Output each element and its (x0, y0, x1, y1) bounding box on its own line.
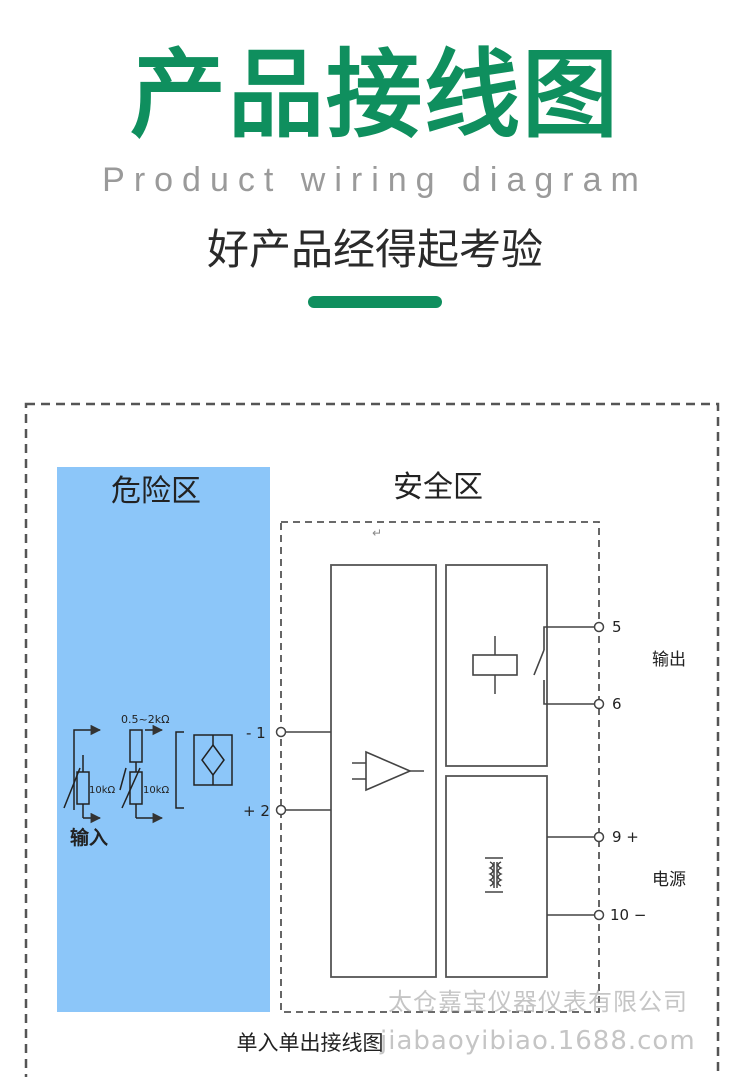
outer-frame (24, 402, 720, 1077)
terminal-5-node (593, 621, 605, 633)
terminal-2-label: + 2 (243, 802, 270, 820)
terminal-2-node (275, 804, 287, 816)
page-subtitle-english: Product wiring diagram (102, 161, 648, 199)
terminal-1-label: - 1 (246, 724, 266, 742)
hazard-zone-label: 危险区 (111, 474, 201, 509)
input-sensor-symbols (63, 724, 233, 824)
watermark-url: jiabaoyibiao.1688.com (380, 1026, 696, 1056)
output-label: 输出 (652, 650, 686, 670)
power-block (445, 775, 548, 978)
resistor-label-2: 10kΩ (143, 785, 170, 796)
relay-contact-icon (533, 649, 545, 676)
header: 产品接线图 Product wiring diagram 好产品经得起考验 (0, 0, 750, 330)
terminal-10-node (593, 909, 605, 921)
return-mark: ↵ (372, 526, 382, 540)
resistor-label-1: 10kΩ (89, 785, 116, 796)
page-title: 产品接线图 (130, 39, 620, 151)
transformer-icon (485, 857, 503, 893)
diagram-caption: 单入单出接线图 (237, 1031, 384, 1055)
accent-divider (308, 296, 442, 308)
relay-coil-icon (472, 654, 518, 676)
slogan: 好产品经得起考验 (206, 225, 543, 274)
amplifier-block (330, 564, 437, 978)
terminal-6-node (593, 698, 605, 710)
relay-block (445, 564, 548, 767)
terminal-9-label: 9 + (612, 828, 639, 846)
amplifier-icon (365, 750, 413, 792)
watermark-company: 太仓嘉宝仪器仪表有限公司 (388, 988, 688, 1016)
input-label: 输入 (70, 826, 108, 849)
safe-zone-label: 安全区 (393, 470, 483, 505)
terminal-1-node (275, 726, 287, 738)
hazard-zone (57, 467, 270, 1012)
resistance-range-label: 0.5~2kΩ (121, 713, 170, 726)
module-box (280, 521, 600, 1013)
terminal-5-label: 5 (612, 618, 622, 636)
terminal-6-label: 6 (612, 695, 622, 713)
power-label: 电源 (652, 870, 686, 890)
terminal-9-node (593, 831, 605, 843)
terminal-10-label: 10 − (610, 906, 646, 924)
